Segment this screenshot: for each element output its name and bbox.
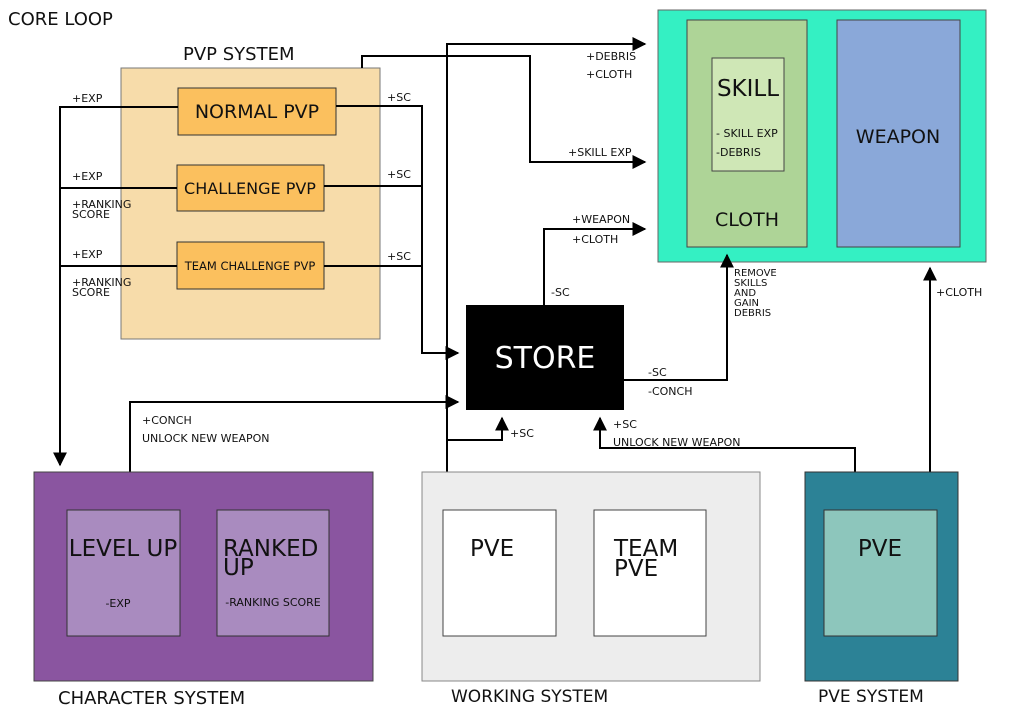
weapon-label: WEAPON [856,126,940,148]
level-up-cost-label: -EXP [105,597,130,610]
ranked-up-box [216,509,330,637]
skill-exp-arrow [361,55,647,169]
unlock-weapon-label-character: UNLOCK NEW WEAPON [142,432,270,445]
sc-arrow-to-store [336,105,460,360]
cloth-label: CLOTH [715,209,779,231]
level-up-label: LEVEL UP [69,536,178,562]
working-sc-arrow [447,416,509,441]
team-pve-label-1: TEAM [613,536,678,562]
remove-label-2: SKILLS [734,278,767,289]
weapon-cloth-arrow [543,222,647,305]
team-challenge-pvp-label: TEAM CHALLENGE PVP [184,259,316,273]
remove-skills-arrow [624,253,734,381]
conch-gain-label: +CONCH [142,414,192,427]
remove-label-5: DEBRIS [734,308,771,319]
working-pve-box [442,509,557,637]
cloth-gain-label-2: +CLOTH [572,233,618,246]
store-conch-cost-label: -CONCH [648,385,693,398]
diagram-title: CORE LOOP [8,9,113,30]
sc-label-normal: +SC [387,91,411,104]
ranking-label-challenge-2: SCORE [72,208,110,221]
exp-label-team: +EXP [72,248,103,261]
pve-sc-label: +SC [613,418,637,431]
ranked-up-cost-label: -RANKING SCORE [225,596,321,609]
store-sc-cost-right-label: -SC [648,366,667,379]
pve-box [823,509,938,637]
level-up-box [66,509,181,637]
team-challenge-pvp-box [176,241,325,290]
normal-pvp-box [177,87,337,136]
cloth-gain-label: +CLOTH [586,68,632,81]
exp-label-challenge: +EXP [72,170,103,183]
store-box [466,305,624,410]
challenge-pvp-box [176,164,325,212]
store-sc-cost-label: -SC [551,286,570,299]
unlock-weapon-label-pve: UNLOCK NEW WEAPON [613,436,741,449]
pve-sc-arrow [593,416,856,472]
remove-label-4: GAIN [734,298,759,309]
exp-label-normal: +EXP [72,92,103,105]
pvp-system-title: PVP SYSTEM [183,44,295,65]
ranking-label-team-1: +RANKING [72,276,131,289]
challenge-pvp-label: CHALLENGE PVP [184,179,316,198]
pve-cloth-label: +CLOTH [936,286,982,299]
ranking-label-team-2: SCORE [72,286,110,299]
skill-box [711,57,785,172]
pve-system-title: PVE SYSTEM [818,687,924,707]
character-system-title: CHARACTER SYSTEM [58,688,245,709]
ranked-up-label-2: UP [223,555,254,581]
remove-label-1: REMOVE [734,268,777,279]
ranked-up-label-1: RANKED [223,536,318,562]
ranking-label-challenge-1: +RANKING [72,198,131,211]
skill-exp-gain-label: +SKILL EXP [568,146,632,159]
team-pve-label-2: PVE [614,556,658,582]
team-pve-box [593,509,707,637]
exp-arrow-to-character [53,106,178,467]
skill-exp-cost-label: - SKILL EXP [716,127,778,140]
normal-pvp-label: NORMAL PVP [195,101,319,123]
pve-label: PVE [858,536,902,562]
working-sc-label: +SC [510,427,534,440]
store-label: STORE [495,341,596,376]
sc-label-challenge: +SC [387,168,411,181]
sc-label-team: +SC [387,250,411,263]
debris-cloth-arrow [446,37,647,472]
debris-gain-label: +DEBRIS [586,50,636,63]
working-system-title: WORKING SYSTEM [451,687,608,707]
remove-label-3: AND [734,288,756,299]
weapon-box [836,19,961,248]
skill-label: SKILL [717,76,779,102]
weapon-gain-label: +WEAPON [572,213,630,226]
skill-debris-cost-label: -DEBRIS [716,146,761,159]
working-pve-label: PVE [470,536,514,562]
